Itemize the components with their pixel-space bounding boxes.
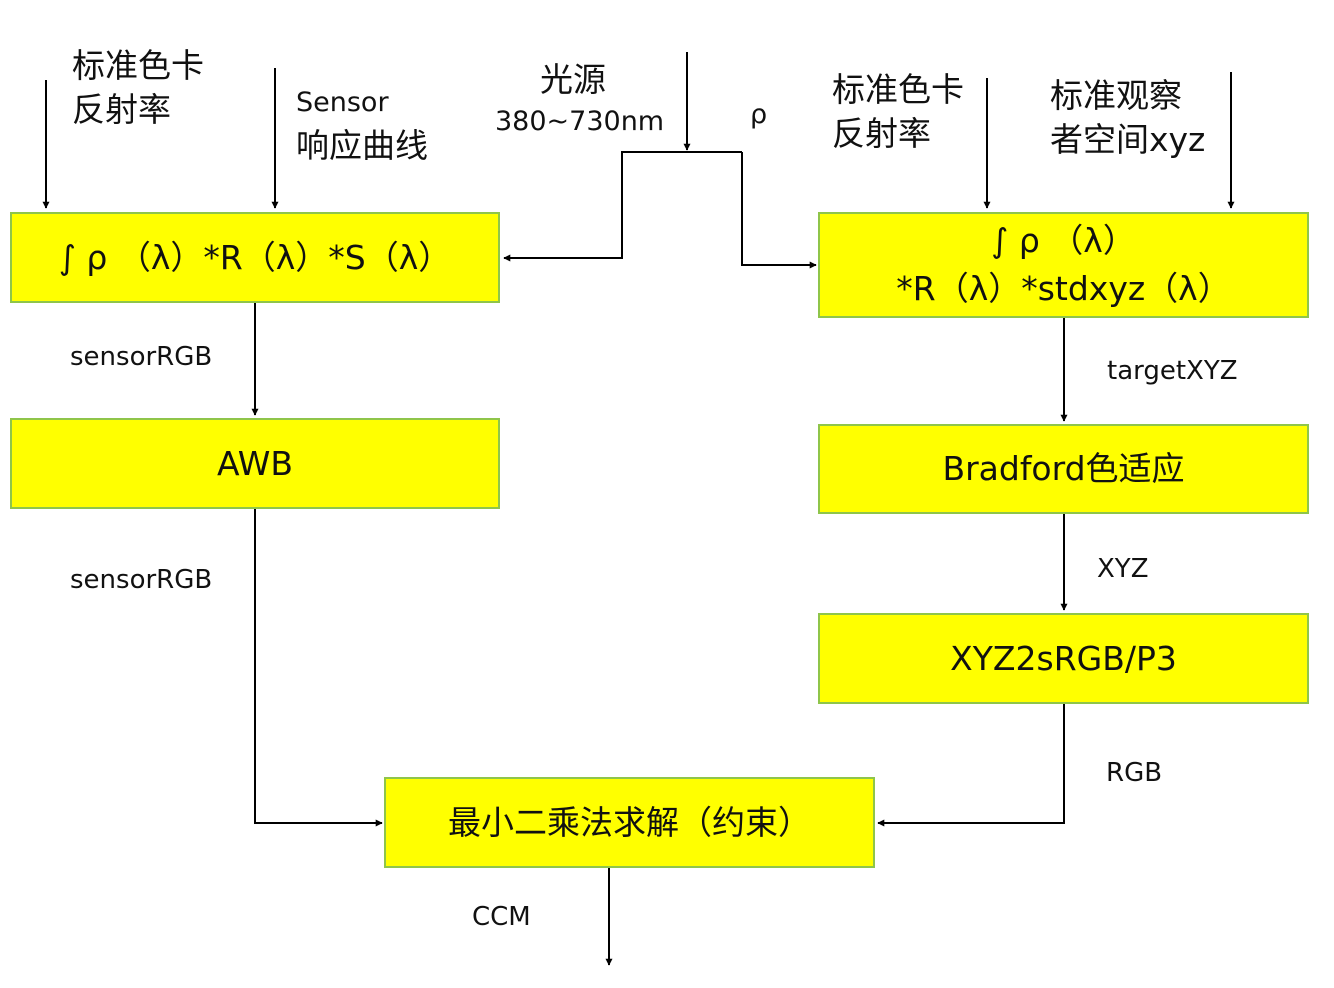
- box-bradford: Bradford色适应: [818, 424, 1309, 514]
- label-sensor-curve-line2: 响应曲线: [296, 126, 428, 165]
- label-ccm: CCM: [472, 902, 531, 932]
- arrow-xyz2srgb-to-least-squares: [877, 704, 1065, 827]
- label-sensor-rgb-2: sensorRGB: [70, 565, 213, 595]
- box-awb: AWB: [10, 418, 500, 509]
- box-target-integral: ∫ ρ （λ） *R（λ）*stdxyz（λ）: [818, 212, 1309, 318]
- arrow-awb-to-least-squares: [254, 509, 383, 827]
- box-least-squares-text: 最小二乘法求解（约束）: [448, 802, 811, 842]
- label-left-reflectance: 标准色卡 反射率: [72, 46, 204, 129]
- box-target-integral-line1: ∫ ρ （λ）: [991, 221, 1136, 261]
- label-rho: ρ: [750, 99, 768, 130]
- box-target-integral-line2: *R（λ）*stdxyz（λ）: [896, 269, 1231, 308]
- label-target-xyz: targetXYZ: [1107, 356, 1238, 386]
- arrow-source-to-sensor-integral: [503, 151, 742, 262]
- box-sensor-integral: ∫ ρ （λ）*R（λ）*S（λ）: [10, 212, 500, 303]
- label-light-source-line2: 380~730nm: [495, 106, 665, 137]
- label-right-reflectance: 标准色卡 反射率: [832, 70, 964, 153]
- label-observer-line2: 者空间xyz: [1050, 120, 1206, 159]
- box-bradford-text: Bradford色适应: [942, 449, 1185, 489]
- arrow-source-to-target-integral: [741, 152, 817, 269]
- label-light-source-line1: 光源: [540, 60, 606, 99]
- box-xyz2srgb: XYZ2sRGB/P3: [818, 613, 1309, 704]
- label-sensor-rgb-1: sensorRGB: [70, 342, 213, 372]
- label-rgb: RGB: [1106, 758, 1163, 788]
- box-sensor-integral-text: ∫ ρ （λ）*R（λ）*S（λ）: [58, 237, 452, 277]
- box-least-squares: 最小二乘法求解（约束）: [384, 777, 875, 868]
- box-xyz2srgb-text: XYZ2sRGB/P3: [950, 638, 1177, 678]
- label-xyz: XYZ: [1097, 554, 1149, 584]
- label-sensor-curve-line1: Sensor: [296, 87, 389, 118]
- box-awb-text: AWB: [216, 443, 294, 483]
- label-observer-line1: 标准观察: [1050, 76, 1182, 115]
